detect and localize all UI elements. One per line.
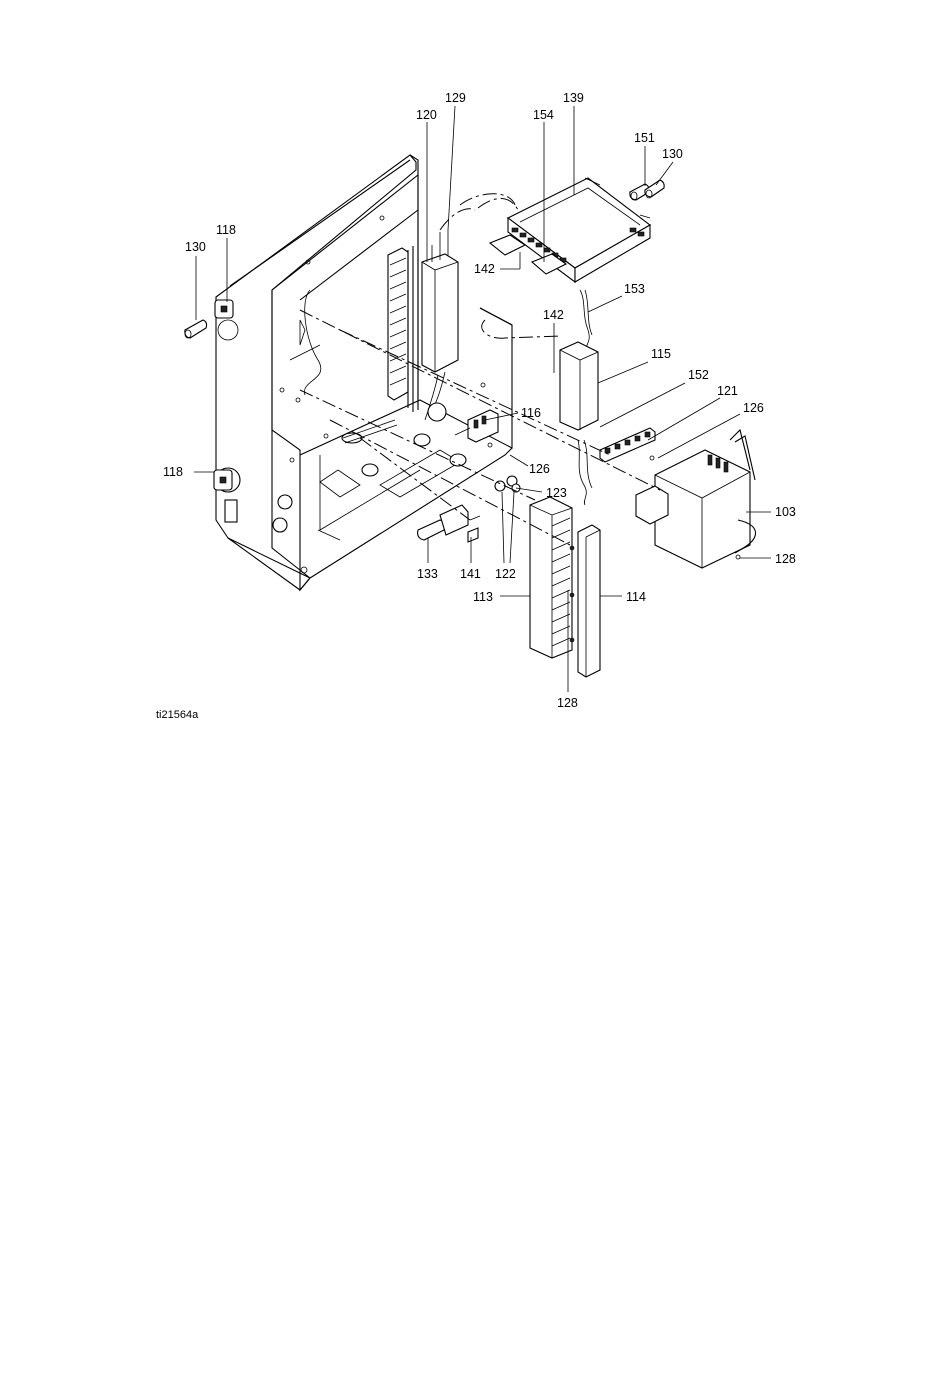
part-130-fuse-left bbox=[185, 320, 207, 338]
callout-151: 151 bbox=[634, 131, 655, 145]
callout-128-right: 128 bbox=[775, 552, 796, 566]
part-139-control-board bbox=[490, 178, 650, 282]
part-151-fuse-holder bbox=[630, 180, 664, 200]
part-114-cover bbox=[578, 525, 600, 677]
callout-118-top: 118 bbox=[216, 223, 236, 237]
part-121-terminal-block bbox=[600, 428, 655, 462]
callout-130-left: 130 bbox=[185, 240, 206, 254]
internal-terminal-strip bbox=[388, 246, 413, 412]
callout-103: 103 bbox=[775, 505, 796, 519]
callout-114: 114 bbox=[626, 590, 646, 604]
callout-139: 139 bbox=[563, 91, 584, 105]
callout-121: 121 bbox=[717, 384, 738, 398]
part-113-din-strip bbox=[530, 497, 574, 658]
leader-lines bbox=[194, 106, 771, 692]
part-122-nuts bbox=[495, 476, 520, 492]
part-133-ground-lug bbox=[418, 505, 480, 542]
callout-142-top: 142 bbox=[474, 262, 495, 276]
part-129-power-supply bbox=[422, 194, 518, 420]
callout-120: 120 bbox=[416, 108, 437, 122]
callout-116: 116 bbox=[521, 406, 541, 420]
callout-129: 129 bbox=[445, 91, 466, 105]
callout-141: 141 bbox=[460, 567, 481, 581]
callout-154: 154 bbox=[533, 108, 554, 122]
callout-126-right: 126 bbox=[743, 401, 764, 415]
callout-133: 133 bbox=[417, 567, 438, 581]
callout-126-mid: 126 bbox=[529, 462, 550, 476]
callout-118-bottom: 118 bbox=[163, 465, 183, 479]
part-103-transformer bbox=[636, 430, 756, 568]
callout-123: 123 bbox=[546, 486, 567, 500]
callout-142-mid: 142 bbox=[543, 308, 564, 322]
callout-128-bottom: 128 bbox=[557, 696, 578, 710]
callout-152: 152 bbox=[688, 368, 709, 382]
callout-115: 115 bbox=[651, 347, 671, 361]
callout-113: 113 bbox=[473, 590, 493, 604]
callout-130-top: 130 bbox=[662, 147, 683, 161]
callout-122: 122 bbox=[495, 567, 516, 581]
figure-id: ti21564a bbox=[156, 709, 199, 721]
callout-153: 153 bbox=[624, 282, 645, 296]
